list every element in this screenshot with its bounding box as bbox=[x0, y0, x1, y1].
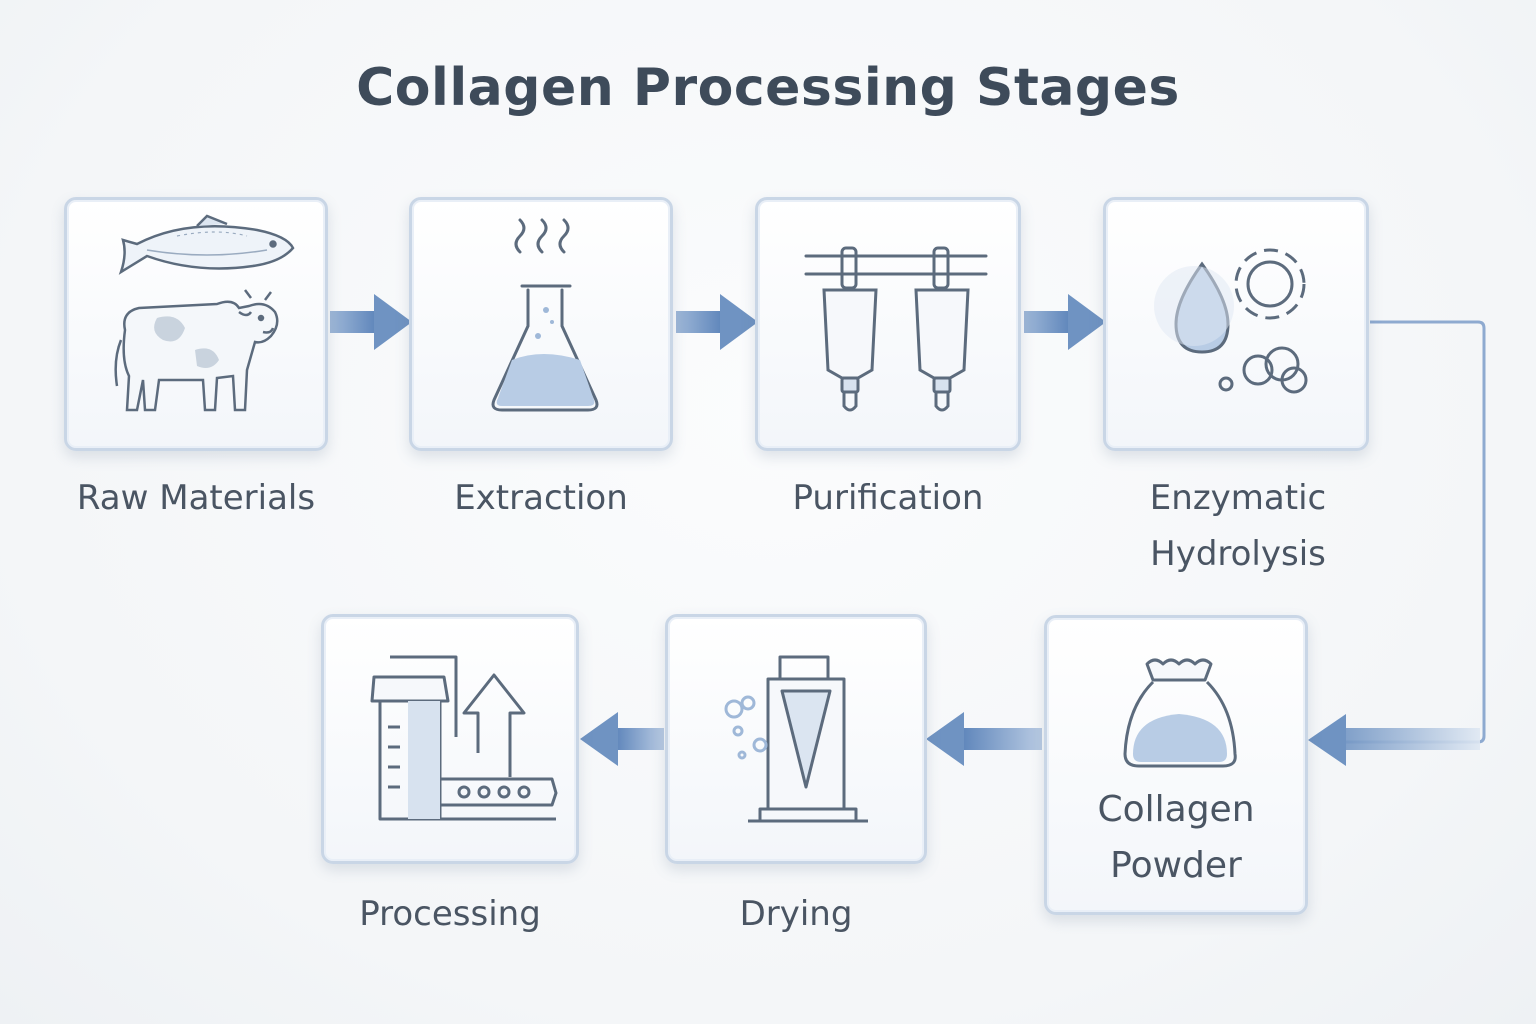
stage-enzymatic-hydrolysis bbox=[1103, 197, 1369, 451]
label-drying: Drying bbox=[739, 894, 853, 934]
stage-drying bbox=[665, 614, 927, 864]
stage-purification bbox=[755, 197, 1021, 451]
arrow-drying-to-processing bbox=[580, 712, 664, 766]
bubbles-icon bbox=[1218, 346, 1308, 394]
stage-processing bbox=[321, 614, 579, 864]
label-extraction: Extraction bbox=[454, 478, 628, 518]
label-enzymatic-line1: Enzymatic bbox=[1149, 478, 1327, 518]
spray-dryer-icon bbox=[724, 655, 868, 823]
arrow-purification-to-enzymatic bbox=[1024, 294, 1106, 350]
arrow-raw-to-extraction bbox=[330, 294, 412, 350]
stage-raw-materials bbox=[64, 197, 328, 451]
label-collagen-line2: Powder bbox=[1110, 845, 1242, 886]
water-drop-icon bbox=[1154, 261, 1234, 354]
flask-icon bbox=[491, 218, 599, 412]
factory-conveyor-icon bbox=[370, 655, 558, 821]
label-processing: Processing bbox=[359, 894, 541, 934]
label-enzymatic-line2: Hydrolysis bbox=[1150, 534, 1326, 574]
label-raw-materials: Raw Materials bbox=[76, 478, 316, 518]
label-collagen-line1: Collagen bbox=[1097, 789, 1255, 830]
filter-columns-icon bbox=[804, 246, 988, 412]
stage-extraction bbox=[409, 197, 673, 451]
arrow-collagen-to-drying bbox=[926, 712, 1042, 766]
cow-icon bbox=[114, 289, 279, 412]
fish-icon bbox=[118, 214, 295, 275]
page-title: Collagen Processing Stages bbox=[356, 58, 1180, 118]
stage-collagen-powder: Collagen Powder bbox=[1044, 615, 1308, 915]
label-purification: Purification bbox=[792, 478, 984, 518]
powder-bag-icon bbox=[1123, 658, 1237, 768]
gear-icon bbox=[1234, 248, 1306, 320]
arrow-extraction-to-purification bbox=[676, 294, 758, 350]
